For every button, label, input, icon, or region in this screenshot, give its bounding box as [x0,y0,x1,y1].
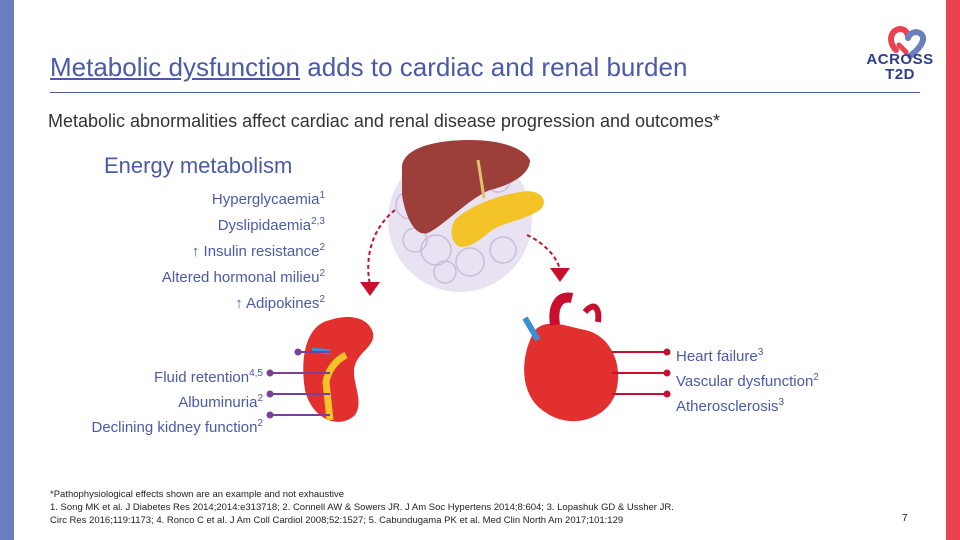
footnote-line: Circ Res 2016;119:1173; 4. Ronco C et al… [50,515,624,526]
title-rest: adds to cardiac and renal burden [300,52,688,82]
left-accent-bar [0,0,14,540]
heart-item: Atherosclerosis3 [676,397,785,415]
pancreas-illustration [451,191,544,247]
right-accent-bar [946,0,960,540]
heart-item: Heart failure3 [676,347,764,365]
energy-list: Hyperglycaemia1 Dyslipidaemia2,3 ↑ Insul… [162,185,325,315]
title-divider [50,92,920,93]
footnote-line: 1. Song MK et al. J Diabetes Res 2014;20… [50,502,674,513]
logo-text: ACROSS T2D [860,52,940,82]
logo-line1: ACROSS [866,51,934,68]
page-title: Metabolic dysfunction adds to cardiac an… [50,52,687,83]
kidney-connectors [266,348,330,419]
energy-item: ↑ Adipokines2 [235,294,325,312]
section-heading: Energy metabolism [104,153,293,178]
page-number: 7 [902,513,908,524]
heart-illustration [522,292,619,422]
energy-item: Dyslipidaemia2,3 [217,216,325,234]
energy-item: Altered hormonal milieu2 [161,268,325,286]
kidney-item: Declining kidney function2 [91,418,264,436]
heart-connectors [612,348,671,398]
arrow-head-heart [550,268,570,282]
kidney-item: Fluid retention4,5 [154,368,263,386]
subtitle: Metabolic abnormalities affect cardiac a… [48,111,721,131]
arrow-head-kidney [360,282,380,296]
kidney-list: Fluid retention4,5 Albuminuria2 Declinin… [92,363,264,438]
logo-line2: T2D [885,66,915,83]
energy-item: ↑ Insulin resistance2 [191,242,325,260]
kidney-item: Albuminuria2 [178,393,263,411]
footnote: *Pathophysiological effects shown are an… [50,488,810,527]
heart-item: Vascular dysfunction2 [676,372,819,390]
title-underlined: Metabolic dysfunction [50,52,301,82]
across-t2d-logo-icon [888,25,926,59]
liver-illustration [401,140,530,234]
heart-list: Heart failure3 Vascular dysfunction2 Ath… [676,342,819,417]
energy-item: Hyperglycaemia1 [211,190,325,208]
kidney-illustration [303,317,374,422]
footnote-line: *Pathophysiological effects shown are an… [50,489,344,500]
